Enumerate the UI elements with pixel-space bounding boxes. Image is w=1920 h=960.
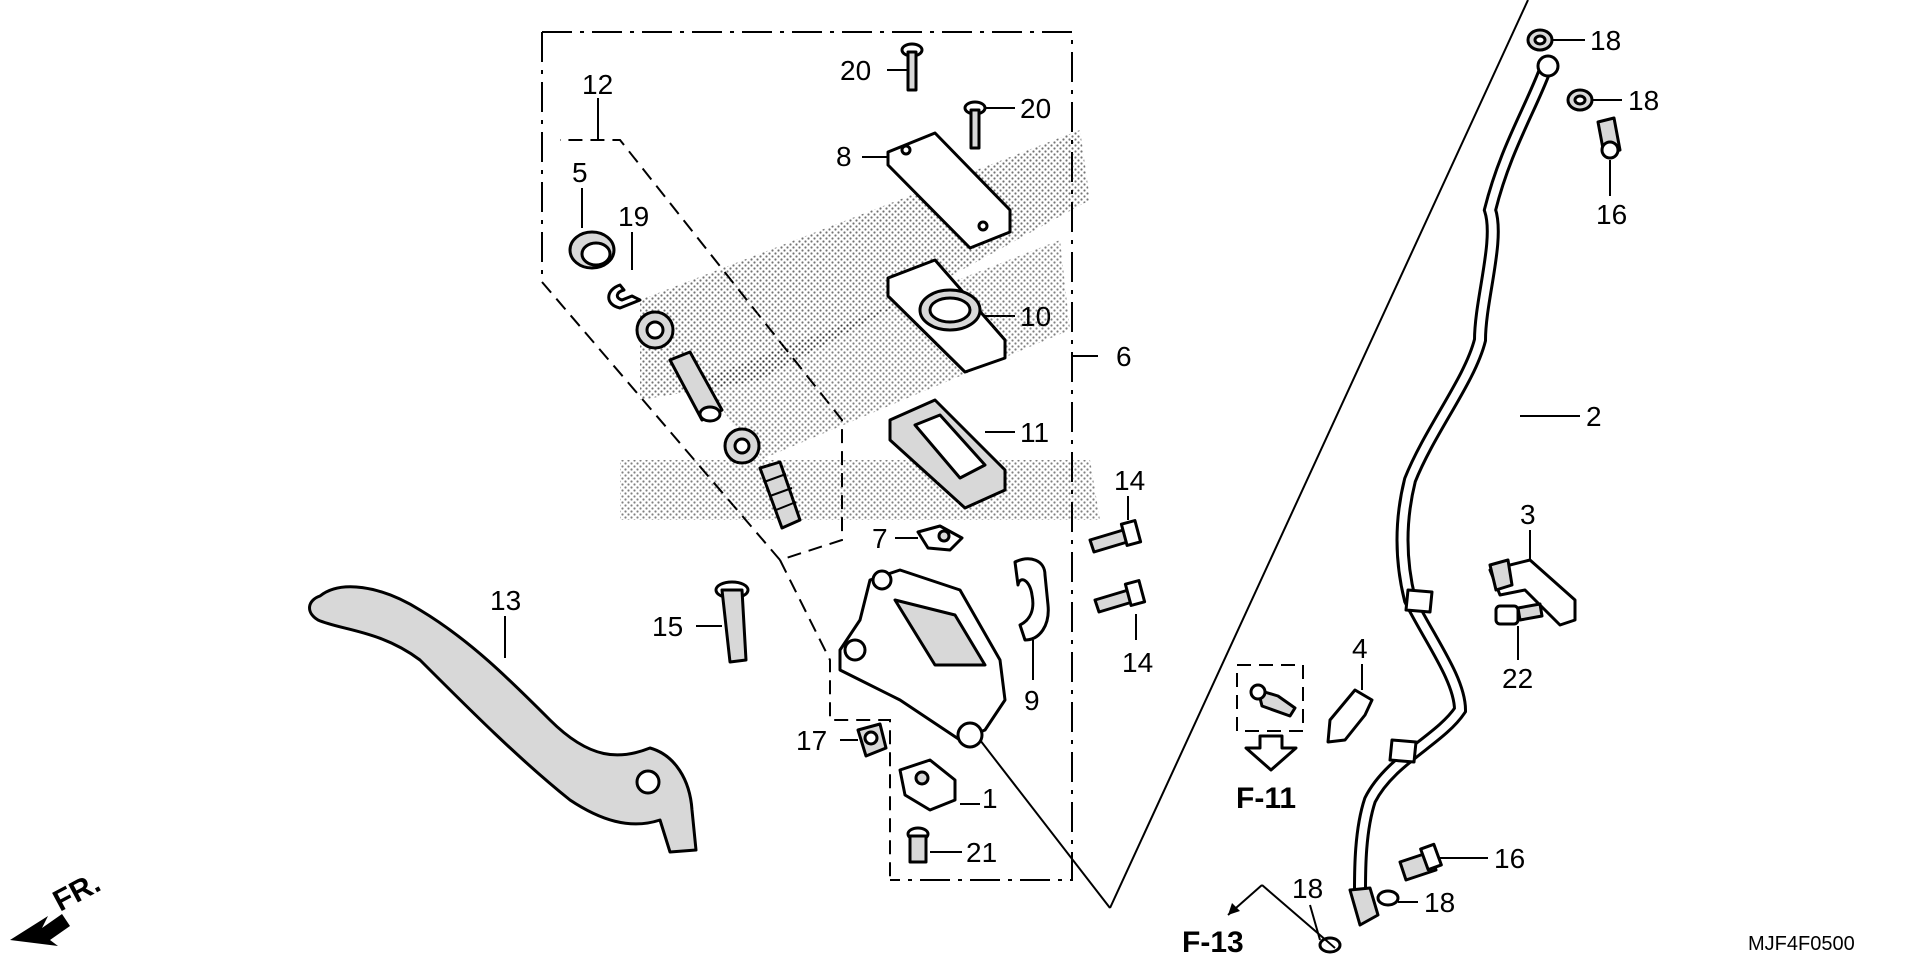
hose-routing-line (1109, 0, 1529, 909)
callout-22: 22 (1502, 663, 1533, 694)
holder-bolt-upper (1088, 519, 1143, 554)
reference-f11: F-11 (1236, 782, 1296, 815)
brake-light-switch (898, 758, 957, 812)
piston-kit-outline-12 (541, 139, 891, 880)
callout-20-lower: 20 (1020, 93, 1051, 124)
callout-20-upper: 20 (840, 55, 871, 86)
drawing-code: MJF4F0500 (1748, 933, 1855, 955)
callout-7: 7 (872, 523, 888, 554)
spring (758, 460, 802, 530)
piston (668, 350, 724, 423)
callout-5: 5 (572, 157, 588, 188)
circlip (607, 283, 642, 310)
piston-seal (635, 310, 675, 350)
callout-14-lower: 14 (1122, 647, 1153, 678)
hose-clamp (1488, 558, 1577, 627)
cup (723, 427, 761, 465)
callout-16-upper: 16 (1596, 199, 1627, 230)
f13-arrow (1227, 884, 1336, 949)
callout-3: 3 (1520, 499, 1536, 530)
reservoir-clip (916, 524, 964, 552)
diaphragm-plate (886, 258, 1007, 374)
oil-bolt-upper (1596, 116, 1622, 160)
callout-8: 8 (836, 141, 852, 172)
callout-16-lower: 16 (1494, 843, 1525, 874)
callout-11: 11 (1020, 417, 1049, 448)
leader-lines (504, 39, 1622, 941)
callout-18-top: 18 (1590, 25, 1621, 56)
lever-pivot-bolt (714, 580, 750, 664)
callout-labels: 1 2 3 4 5 6 7 8 9 10 11 12 13 14 14 15 1… (490, 25, 1659, 918)
callout-1: 1 (982, 783, 998, 814)
callout-18-second: 18 (1628, 85, 1659, 116)
callout-17: 17 (796, 725, 827, 756)
handlebar-holder (1013, 557, 1050, 642)
callout-9: 9 (1024, 685, 1040, 716)
callout-18-bottom: 18 (1292, 873, 1323, 904)
f11-reference-group (1236, 664, 1304, 772)
callout-6: 6 (1116, 341, 1132, 372)
brake-hose (1348, 54, 1560, 927)
callout-18-hose-end: 18 (1424, 887, 1455, 918)
holder-bolt-lower (1093, 579, 1147, 614)
callout-4: 4 (1352, 633, 1368, 664)
clamp-bolt (1494, 602, 1544, 626)
callout-13: 13 (490, 585, 521, 616)
oil-bolt-lower (1398, 842, 1443, 882)
diaphragm (888, 398, 1007, 510)
sealing-washer-3 (1376, 889, 1400, 907)
sealing-washer-2 (1566, 88, 1594, 112)
sealing-washer-1 (1526, 28, 1554, 52)
pivot-nut (856, 722, 888, 758)
cap-screw-lower (963, 100, 987, 150)
master-cylinder-body (838, 568, 1007, 749)
switch-screw (906, 826, 930, 864)
reservoir-cap (886, 131, 1012, 250)
callout-10: 10 (1020, 301, 1051, 332)
master-cylinder-outlet-line (979, 739, 1111, 909)
front-direction-arrow (10, 914, 70, 946)
callout-15: 15 (652, 611, 683, 642)
reference-f13: F-13 (1182, 926, 1244, 959)
piston-boot (568, 230, 616, 270)
brake-lever (308, 585, 698, 854)
front-direction-label: FR. (48, 866, 106, 918)
hose-clip (1326, 688, 1374, 744)
callout-12: 12 (582, 69, 613, 100)
assembly-outline-6 (541, 31, 1073, 881)
callout-2: 2 (1586, 401, 1602, 432)
callout-19: 19 (618, 201, 649, 232)
callout-21: 21 (966, 837, 997, 868)
cap-screw-upper (900, 42, 924, 92)
callout-14-upper: 14 (1114, 465, 1145, 496)
